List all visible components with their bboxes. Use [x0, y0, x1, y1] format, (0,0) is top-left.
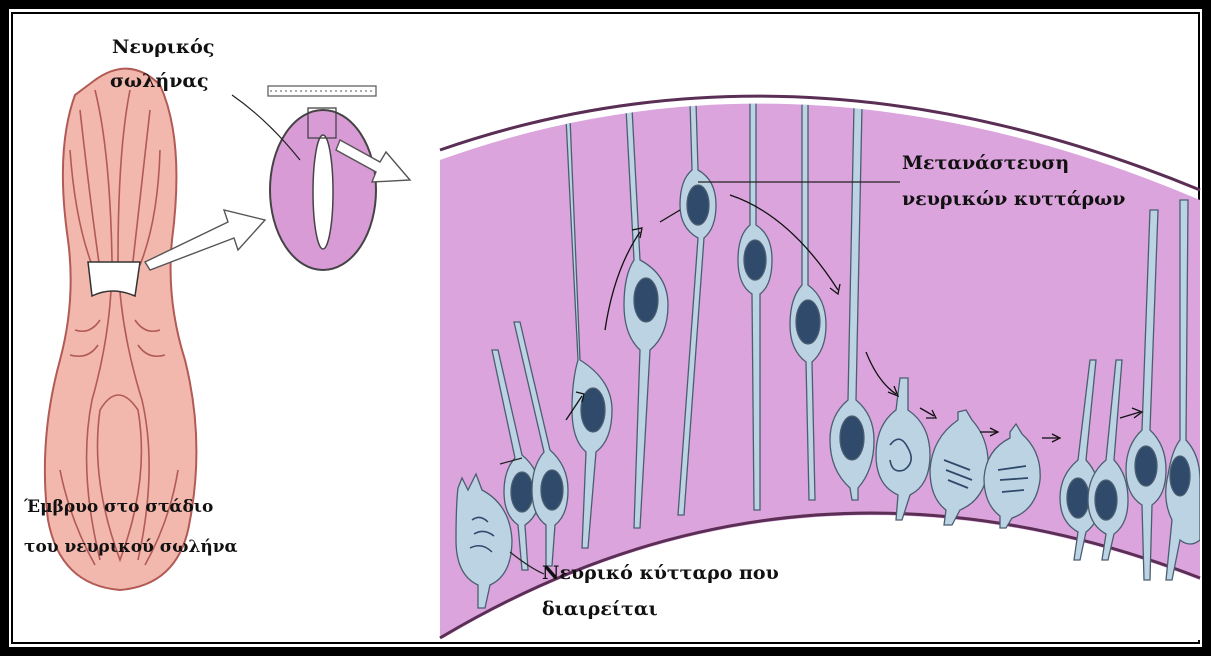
label-migration-1: Μετανάστευση — [902, 150, 1069, 176]
label-neural-tube-2: σωλήνας — [110, 68, 209, 94]
label-dividing-2: διαιρείται — [542, 596, 658, 622]
label-embryo-1: Έμβρυο στο στάδιο — [24, 494, 213, 520]
tissue-detail — [440, 96, 1200, 640]
label-migration-2: νευρικών κυττάρων — [902, 186, 1125, 212]
label-embryo-2: του νευρικού σωλήνα — [24, 534, 238, 560]
section-cut-marker — [88, 262, 140, 296]
label-dividing-1: Νευρικό κύτταρο που — [542, 560, 779, 586]
label-neural-tube-1: Νευρικός — [112, 34, 214, 60]
neural-tube-section — [268, 86, 376, 270]
